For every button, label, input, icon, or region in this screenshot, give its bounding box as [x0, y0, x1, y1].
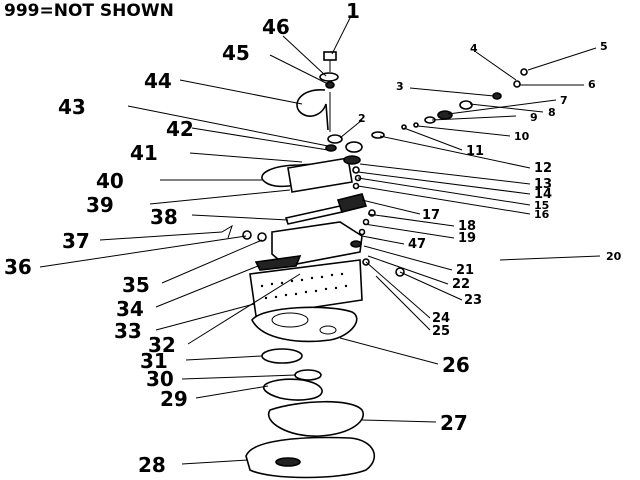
callout-28: 28 [138, 453, 166, 477]
part-upper-body [287, 157, 353, 193]
callout-8: 8 [548, 106, 556, 119]
callout-12: 12 [534, 161, 552, 176]
callout-10: 10 [514, 130, 530, 143]
part-pin-c [358, 228, 366, 236]
part-washer-36 [242, 230, 252, 240]
callout-14: 14 [534, 187, 552, 202]
callout-46: 46 [262, 15, 290, 39]
part-serrated-strip [254, 255, 302, 271]
part-nozzle-tip [327, 134, 343, 144]
callout-40: 40 [96, 169, 124, 193]
part-valve-body [271, 221, 363, 267]
callout-23: 23 [464, 293, 482, 308]
callout-29: 29 [160, 387, 188, 411]
part-o-ring [261, 348, 303, 364]
part-base [245, 436, 376, 479]
callout-7: 7 [560, 94, 568, 107]
callout-27: 27 [440, 411, 468, 435]
callout-6: 6 [588, 78, 596, 91]
callout-30: 30 [146, 367, 174, 391]
callout-24: 24 [432, 311, 450, 326]
part-screw [323, 51, 337, 72]
part-valve-port [350, 240, 362, 248]
callout-4: 4 [470, 42, 478, 55]
callout-36: 36 [4, 255, 32, 279]
part-drawings [221, 51, 528, 479]
part-washer-small [325, 81, 335, 89]
callout-15: 15 [534, 199, 549, 212]
callout-13: 13 [534, 177, 552, 192]
callout-38: 38 [150, 205, 178, 229]
part-linkage-small [401, 68, 528, 130]
part-spring-rod [284, 193, 368, 225]
callout-5: 5 [600, 40, 608, 53]
part-large-gasket [267, 400, 364, 437]
part-washer-36b [257, 232, 267, 242]
part-clip [221, 224, 233, 239]
part-cap [345, 141, 363, 153]
leader-lines [39, 17, 601, 465]
part-o-ring-small [371, 131, 385, 139]
callout-9: 9 [530, 111, 538, 124]
callout-22: 22 [452, 277, 470, 292]
callout-31: 31 [140, 349, 168, 373]
callout-19: 19 [458, 231, 476, 246]
callout-2: 2 [358, 112, 366, 125]
callout-26: 26 [442, 353, 470, 377]
callout-16: 16 [534, 208, 550, 221]
callout-39: 39 [86, 193, 114, 217]
callout-37: 37 [62, 229, 90, 253]
callout-33: 33 [114, 319, 142, 343]
not-shown-legend: 999=NOT SHOWN [4, 1, 174, 21]
callout-32: 32 [148, 333, 176, 357]
callout-44: 44 [144, 69, 172, 93]
part-plate-29 [262, 378, 323, 401]
callout-21: 21 [456, 263, 474, 278]
part-filter-holes [260, 272, 348, 300]
callout-47: 47 [408, 237, 426, 252]
callout-numbers: 1 46 45 44 43 42 41 40 39 38 37 36 35 34… [4, 0, 622, 477]
part-nozzle-ring [325, 144, 337, 152]
callout-18: 18 [458, 219, 476, 234]
callout-35: 35 [122, 273, 150, 297]
part-ring-30 [294, 369, 322, 381]
callout-3: 3 [396, 80, 404, 93]
part-filter-body [249, 259, 363, 317]
callout-45: 45 [222, 41, 250, 65]
callout-20: 20 [606, 250, 622, 263]
callout-11: 11 [466, 144, 484, 159]
callout-1: 1 [346, 0, 360, 23]
callout-43: 43 [58, 95, 86, 119]
callout-41: 41 [130, 141, 158, 165]
part-hose-loop [296, 89, 329, 131]
callout-17: 17 [422, 208, 440, 223]
callout-25: 25 [432, 324, 450, 339]
callout-42: 42 [166, 117, 194, 141]
callout-34: 34 [116, 297, 144, 321]
part-washer-top [319, 72, 339, 82]
